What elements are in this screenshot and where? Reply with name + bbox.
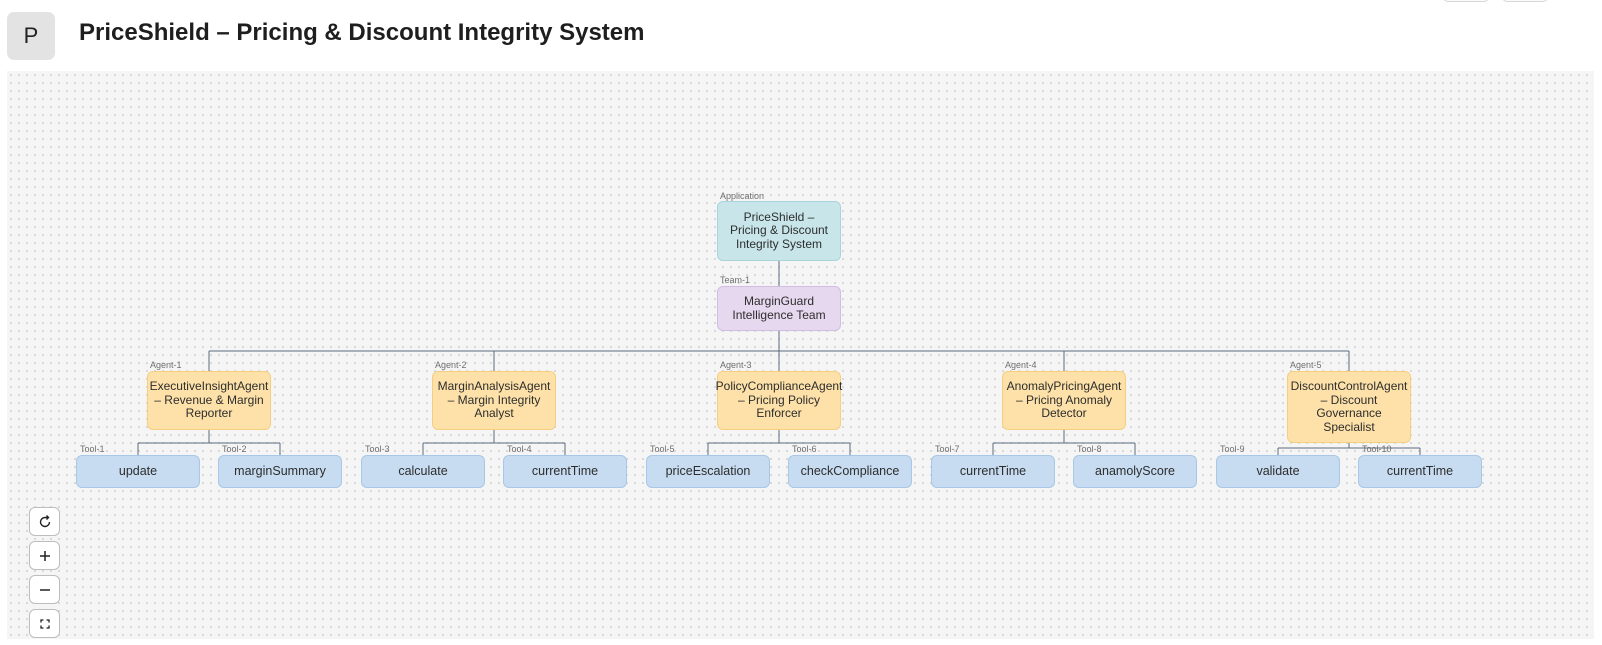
tool-node[interactable]: currentTime (503, 455, 627, 488)
tool-label: update (118, 463, 158, 478)
edge-agent1-tools (137, 430, 281, 455)
tool-tag: Tool-7 (935, 444, 960, 454)
tool-label: validate (1256, 463, 1300, 478)
fit-view-icon (39, 618, 50, 629)
page-title: PriceShield – Pricing & Discount Integri… (79, 19, 645, 46)
team-node[interactable]: MarginGuard Intelligence Team (717, 286, 841, 331)
zoom-in-button[interactable] (29, 541, 60, 570)
agent-label: ExecutiveInsightAgent – Revenue & Margin… (149, 379, 269, 421)
tool-node[interactable]: marginSummary (218, 455, 342, 488)
edge-team-agents (208, 331, 1350, 371)
zoom-out-button[interactable] (29, 575, 60, 604)
zoom-in-icon (39, 550, 50, 561)
application-tag: Application (720, 191, 765, 201)
tool-node[interactable]: currentTime (1358, 455, 1482, 488)
agent-tag: Agent-5 (1290, 360, 1322, 370)
tool-tag: Tool-10 (1362, 444, 1392, 454)
agent-node[interactable]: ExecutiveInsightAgent – Revenue & Margin… (147, 371, 271, 430)
tool-label: currentTime (959, 463, 1027, 478)
edge-agent3-tools (707, 430, 851, 455)
refresh-button[interactable] (29, 507, 60, 536)
agent-tag: Agent-1 (150, 360, 182, 370)
agent-tag: Agent-3 (720, 360, 752, 370)
tool-label: currentTime (531, 463, 599, 478)
tool-node[interactable]: anamolyScore (1073, 455, 1197, 488)
agent-label: PolicyComplianceAgent – Pricing Policy E… (715, 379, 843, 421)
edge-agent2-tools (422, 430, 566, 455)
agent-label: DiscountControlAgent – Discount Governan… (1290, 379, 1408, 434)
top-toolbar-button[interactable] (1502, 0, 1548, 2)
tool-label: priceEscalation (665, 463, 751, 478)
tool-tag: Tool-3 (365, 444, 390, 454)
agent-node[interactable]: AnomalyPricingAgent – Pricing Anomaly De… (1002, 371, 1126, 430)
fit-view-button[interactable] (29, 609, 60, 638)
top-toolbar-button[interactable] (1443, 0, 1489, 2)
tool-node[interactable]: update (76, 455, 200, 488)
tool-label: marginSummary (234, 463, 326, 478)
tool-tag: Tool-2 (222, 444, 247, 454)
team-label: MarginGuard Intelligence Team (732, 294, 826, 322)
tool-node[interactable]: currentTime (931, 455, 1055, 488)
edge-agent4-tools (992, 430, 1136, 455)
tool-label: anamolyScore (1095, 463, 1175, 478)
diagram-edges (137, 261, 1421, 455)
application-node[interactable]: PriceShield – Pricing & Discount Integri… (717, 201, 841, 261)
tool-tag: Tool-4 (507, 444, 532, 454)
tool-tag: Tool-5 (650, 444, 675, 454)
diagram-canvas[interactable]: Application PriceShield – Pricing & Disc… (7, 71, 1594, 639)
tool-node[interactable]: validate (1216, 455, 1340, 488)
tool-label: checkCompliance (800, 463, 900, 478)
agent-tag: Agent-4 (1005, 360, 1037, 370)
tool-tag: Tool-8 (1077, 444, 1102, 454)
agent-node[interactable]: DiscountControlAgent – Discount Governan… (1287, 371, 1411, 443)
tool-node[interactable]: calculate (361, 455, 485, 488)
agent-node[interactable]: MarginAnalysisAgent – Margin Integrity A… (432, 371, 556, 430)
tool-label: currentTime (1386, 463, 1454, 478)
tool-tag: Tool-6 (792, 444, 817, 454)
edge-agent5-tools (1277, 443, 1421, 455)
refresh-icon (39, 514, 50, 527)
agent-node[interactable]: PolicyComplianceAgent – Pricing Policy E… (715, 371, 843, 430)
avatar: P (7, 12, 55, 60)
team-tag: Team-1 (720, 275, 751, 285)
agent-label: AnomalyPricingAgent – Pricing Anomaly De… (1006, 379, 1122, 421)
tool-node[interactable]: priceEscalation (646, 455, 770, 488)
agent-tag: Agent-2 (435, 360, 467, 370)
app-header: P PriceShield – Pricing & Discount Integ… (0, 0, 1602, 70)
agent-label: MarginAnalysisAgent – Margin Integrity A… (437, 379, 551, 421)
tool-label: calculate (398, 463, 448, 478)
tool-tag: Tool-1 (80, 444, 105, 454)
tool-node[interactable]: checkCompliance (788, 455, 912, 488)
zoom-out-icon (39, 588, 50, 591)
tool-tag: Tool-9 (1220, 444, 1245, 454)
application-label: PriceShield – Pricing & Discount Integri… (729, 209, 829, 251)
